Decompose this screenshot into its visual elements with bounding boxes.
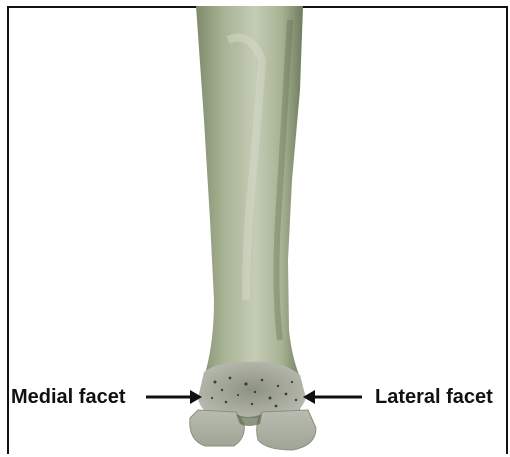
medial-condyle xyxy=(190,410,244,446)
medial-facet-label: Medial facet xyxy=(11,385,125,409)
distal-articular-region xyxy=(198,362,306,418)
lateral-arrow xyxy=(303,390,362,404)
lateral-condyle xyxy=(257,410,316,450)
medial-arrow xyxy=(146,390,202,404)
lateral-facet-label: Lateral facet xyxy=(375,385,493,409)
